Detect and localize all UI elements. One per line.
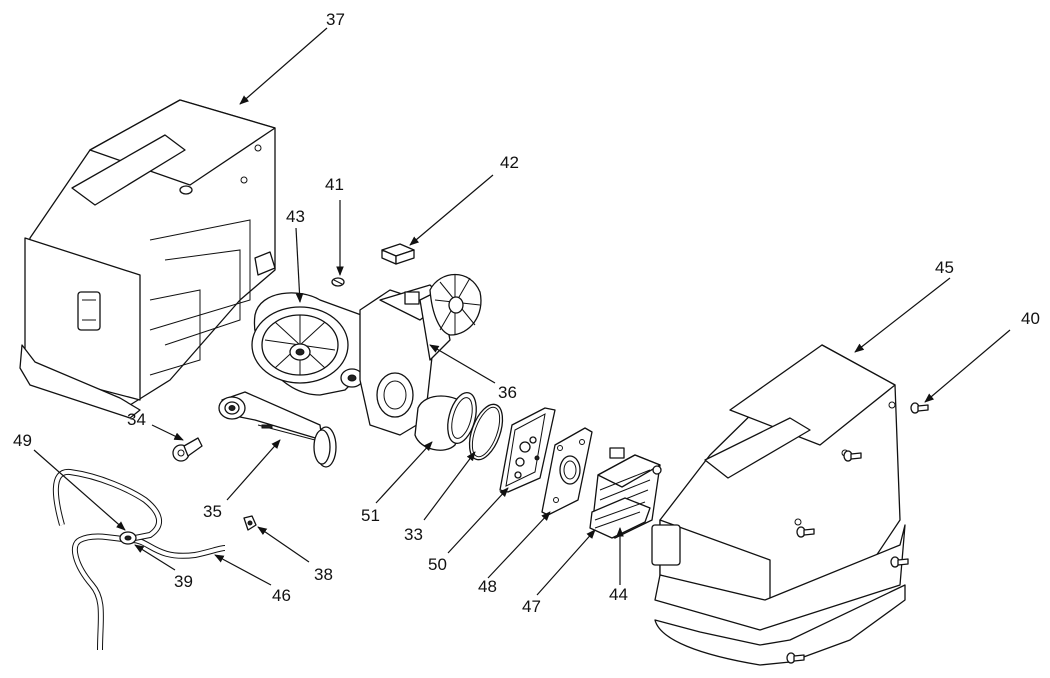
- callout-49: 49: [13, 431, 32, 450]
- screw-part: [843, 450, 862, 462]
- pad-part: [381, 243, 415, 265]
- clip-part: [331, 277, 345, 287]
- pump-body-part: [359, 274, 482, 436]
- callout-45: 45: [935, 258, 954, 277]
- cylinder-head-part: [589, 447, 662, 539]
- screw-40-part: [910, 402, 929, 414]
- callout-39: 39: [174, 572, 193, 591]
- callout-42: 42: [500, 153, 519, 172]
- gasket-part: [541, 427, 593, 516]
- callout-43: 43: [286, 207, 305, 226]
- callout-41: 41: [325, 175, 344, 194]
- leader-lines: [33, 27, 1011, 596]
- callout-51: 51: [361, 506, 380, 525]
- valve-plate-part: [499, 407, 556, 493]
- shroud-rear-part: [19, 99, 276, 419]
- tubing-part: [52, 469, 226, 651]
- bolt-34-part: [172, 437, 203, 462]
- screw-part: [890, 556, 909, 568]
- screw-part: [796, 526, 815, 538]
- shroud-front-part: [651, 344, 906, 666]
- callout-35: 35: [203, 502, 222, 521]
- callout-46: 46: [272, 586, 291, 605]
- callout-37: 37: [326, 10, 345, 29]
- callout-40: 40: [1021, 309, 1040, 328]
- callout-36: 36: [498, 383, 517, 402]
- callout-47: 47: [522, 597, 541, 616]
- callout-34: 34: [127, 410, 146, 429]
- callout-50: 50: [428, 555, 447, 574]
- clip-38-part: [243, 515, 257, 531]
- callout-33: 33: [404, 525, 423, 544]
- connecting-rod-part: [218, 391, 337, 468]
- screw-part: [786, 652, 805, 664]
- pulley-belt-part: [251, 292, 381, 396]
- cylinder-part: [414, 392, 477, 451]
- callout-labels: 37 41 42 43 36 45 40 34 35 51 33 50 48 4…: [13, 10, 1040, 616]
- callout-44: 44: [609, 585, 628, 604]
- callout-48: 48: [478, 577, 497, 596]
- callout-38: 38: [314, 565, 333, 584]
- o-ring-part: [468, 403, 504, 461]
